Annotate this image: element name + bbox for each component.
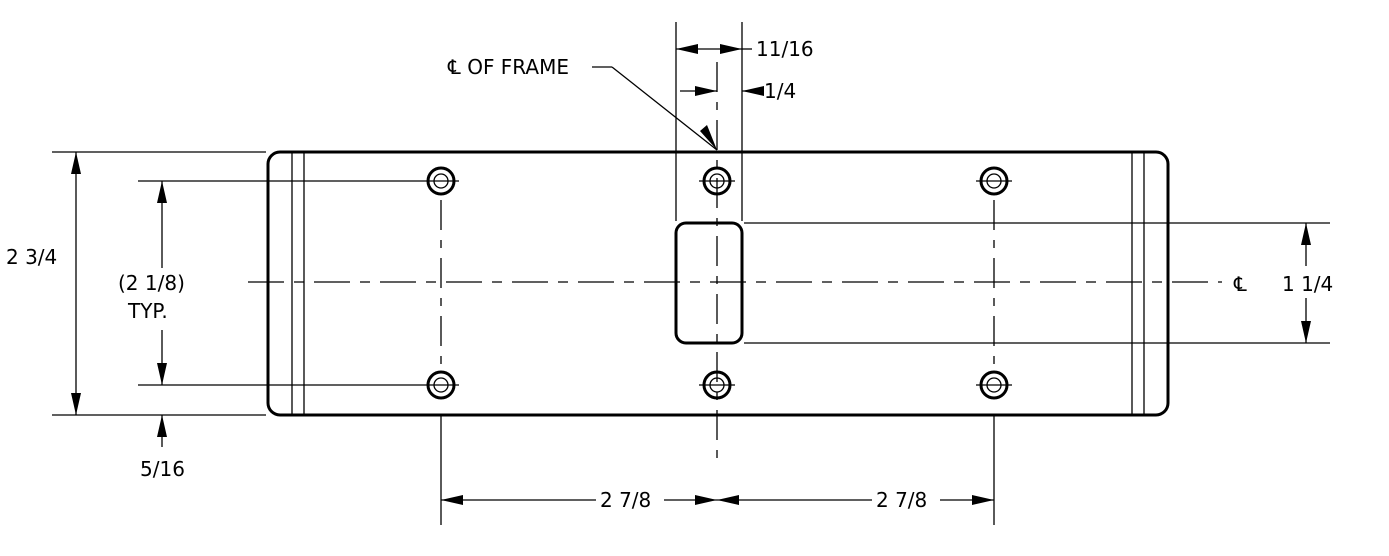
dimension-hole-spacing-horizontal — [440, 415, 995, 525]
label-centerline-offset: 1/4 — [764, 79, 796, 103]
mounting-hole-top-right — [976, 166, 1012, 196]
mounting-hole-top-middle — [699, 166, 735, 196]
dimension-centerline-offset — [680, 86, 764, 96]
mounting-hole-bottom-middle — [699, 370, 735, 400]
label-overall-height: 2 3/4 — [6, 245, 57, 269]
dimension-cutout-height — [744, 222, 1330, 344]
dimension-bottom-offset — [157, 415, 167, 447]
label-hole-spacing-vertical: (2 1/8) — [118, 271, 185, 295]
label-typ: TYP. — [127, 299, 168, 323]
mounting-hole-top-left — [423, 166, 459, 196]
label-bottom-offset: 5/16 — [140, 457, 185, 481]
leader-centerline-of-frame — [592, 66, 718, 151]
label-hole-spacing-left: 2 7/8 — [600, 488, 651, 512]
dimension-cutout-width — [675, 22, 752, 221]
mounting-hole-bottom-right — [976, 370, 1012, 400]
center-cutout — [674, 221, 744, 345]
dimension-hole-spacing-vertical — [138, 180, 423, 386]
label-cutout-width: 11/16 — [756, 37, 814, 61]
label-centerline-of-frame: ℄ OF FRAME — [447, 55, 569, 79]
label-cutout-height: 1 1/4 — [1282, 272, 1333, 296]
mounting-hole-bottom-left — [423, 370, 459, 400]
dimension-overall-height — [52, 151, 266, 416]
plate-outline — [266, 150, 1170, 417]
label-centerline-symbol: ℄ — [1233, 272, 1247, 296]
label-hole-spacing-right: 2 7/8 — [876, 488, 927, 512]
